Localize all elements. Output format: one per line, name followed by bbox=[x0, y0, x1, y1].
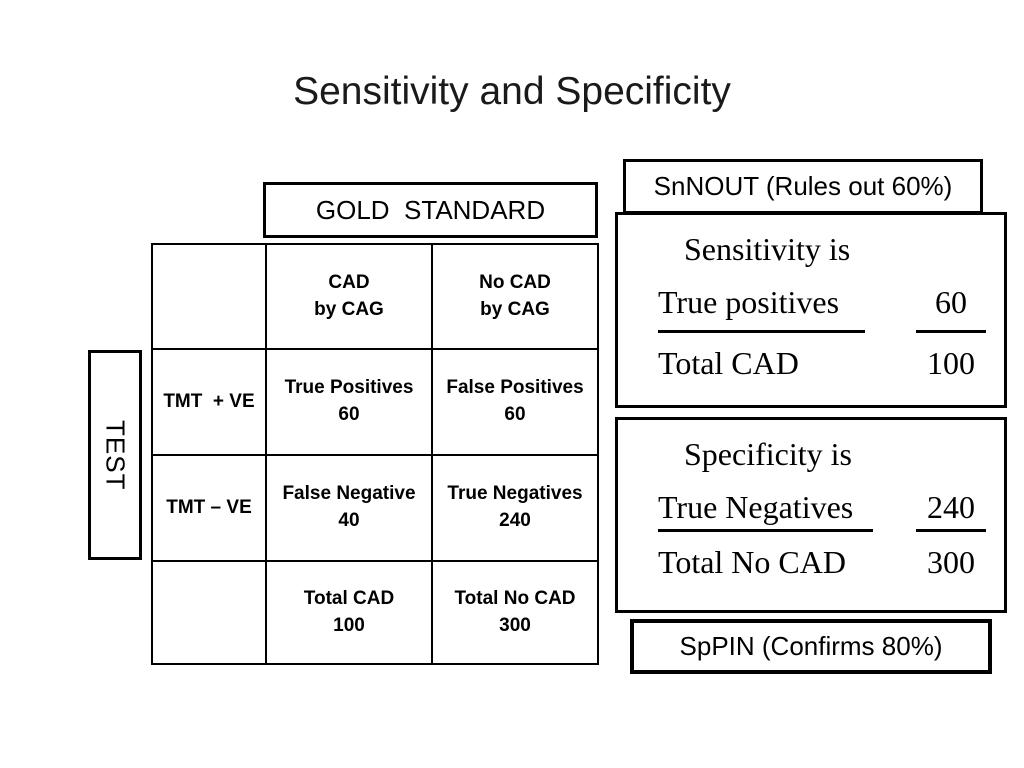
gold-standard-label: GOLD STANDARD bbox=[315, 194, 546, 225]
sensitivity-numerator-label: True positives bbox=[658, 284, 866, 333]
specificity-denominator-row: Total No CAD 300 bbox=[658, 544, 986, 581]
table-cell: False Positives 60 bbox=[431, 348, 599, 456]
table-cell: False Negative 40 bbox=[265, 454, 433, 562]
table-cell: TMT – VE bbox=[151, 454, 267, 562]
table-cell: Total No CAD 300 bbox=[431, 560, 599, 665]
specificity-denominator-value: 300 bbox=[927, 544, 975, 580]
table-row: TMT + VE True Positives 60 False Positiv… bbox=[151, 348, 599, 456]
sensitivity-heading: Sensitivity is bbox=[684, 231, 851, 267]
sensitivity-numerator-value: 60 bbox=[916, 284, 986, 333]
specificity-box: Specificity is True Negatives 240 Total … bbox=[615, 417, 1007, 613]
snnout-box: SnNOUT (Rules out 60%) bbox=[623, 159, 983, 214]
test-axis-label: TEST bbox=[100, 419, 131, 491]
slide-title: Sensitivity and Specificity bbox=[293, 70, 731, 113]
table-cell: Total CAD 100 bbox=[265, 560, 433, 665]
specificity-denominator-label: Total No CAD bbox=[658, 544, 846, 580]
specificity-heading: Specificity is bbox=[684, 436, 852, 472]
table-cell bbox=[151, 560, 267, 665]
sensitivity-box: Sensitivity is True positives 60 Total C… bbox=[615, 212, 1007, 408]
snnout-label: SnNOUT (Rules out 60%) bbox=[653, 171, 953, 201]
table-row: Total CAD 100 Total No CAD 300 bbox=[151, 560, 599, 665]
sppin-box: SpPIN (Confirms 80%) bbox=[630, 619, 992, 674]
sppin-label: SpPIN (Confirms 80%) bbox=[679, 631, 943, 661]
table-row: TMT – VE False Negative 40 True Negative… bbox=[151, 454, 599, 562]
gold-standard-box: GOLD STANDARD bbox=[263, 182, 598, 238]
contingency-table: CAD by CAG No CAD by CAG TMT + VE True P… bbox=[151, 243, 599, 665]
table-cell: No CAD by CAG bbox=[431, 243, 599, 350]
specificity-numerator-value: 240 bbox=[916, 489, 986, 532]
table-cell bbox=[151, 243, 267, 350]
sensitivity-denominator-value: 100 bbox=[927, 345, 975, 381]
table-cell: TMT + VE bbox=[151, 348, 267, 456]
table-cell: True Positives 60 bbox=[265, 348, 433, 456]
specificity-numerator-label: True Negatives bbox=[658, 489, 874, 532]
table-cell: CAD by CAG bbox=[265, 243, 433, 350]
sensitivity-denominator-row: Total CAD 100 bbox=[658, 345, 986, 382]
sensitivity-numerator-row: True positives 60 bbox=[658, 284, 986, 333]
specificity-numerator-row: True Negatives 240 bbox=[658, 489, 986, 532]
test-axis-box: TEST bbox=[88, 350, 142, 560]
sensitivity-denominator-label: Total CAD bbox=[658, 345, 799, 381]
table-cell: True Negatives 240 bbox=[431, 454, 599, 562]
table-row: CAD by CAG No CAD by CAG bbox=[151, 243, 599, 350]
